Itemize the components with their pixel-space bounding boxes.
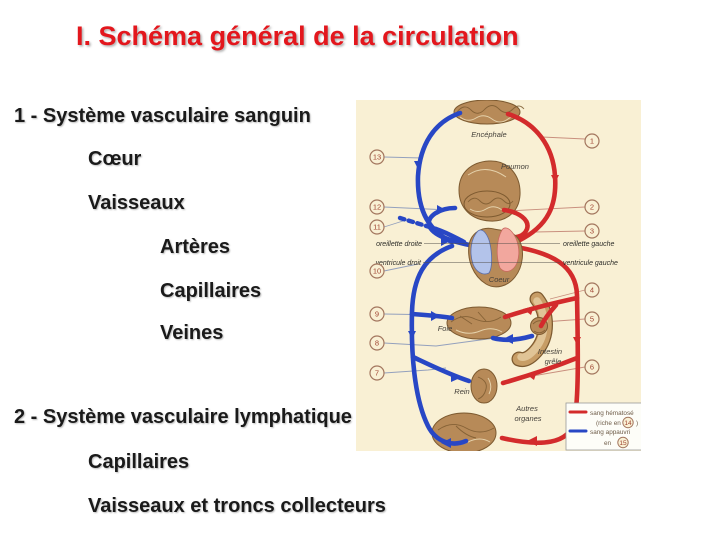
marker-1: 1 (584, 133, 600, 149)
svg-text:8: 8 (375, 339, 379, 348)
outline-item: Veines (160, 322, 224, 344)
marker-2: 2 (584, 199, 600, 215)
outline-item: Vaisseaux et troncs collecteurs (88, 495, 386, 517)
legend: sang hématosé (riche en 14 ) sang appauv… (565, 402, 641, 451)
right-heart-chamber (470, 229, 493, 275)
aorta (499, 244, 581, 445)
legend-vein-line1: sang appauvri (590, 429, 630, 436)
marker-12: 12 (369, 199, 385, 215)
right-ventricle-label: ventricule droit (375, 260, 422, 267)
svg-text:14: 14 (624, 420, 632, 427)
marker-13: 13 (369, 149, 385, 165)
legend-artery-line2-post: ) (636, 420, 638, 427)
organ-labels: Encéphale Poumon Coeur Foie Intestin grê… (438, 130, 562, 423)
kidney-organ (470, 368, 498, 404)
marker-11: 11 (369, 219, 385, 235)
kidney-label: Rein (454, 387, 469, 396)
svg-text:9: 9 (375, 310, 379, 319)
heart-label: Coeur (489, 275, 510, 284)
left-atrium-label: oreillette gauche (563, 241, 614, 248)
marker-5: 5 (584, 311, 600, 327)
marker-3: 3 (584, 223, 600, 239)
svg-text:1: 1 (590, 137, 594, 146)
lung-organ (458, 160, 521, 222)
flow-arrows (408, 161, 581, 448)
page-title: I. Schéma général de la circulation (76, 21, 519, 51)
svg-text:13: 13 (373, 153, 381, 162)
right-atrium-label: oreillette droite (376, 241, 422, 248)
intestine-label-2: grêle (545, 357, 562, 366)
brain-label: Encéphale (471, 130, 506, 139)
left-heart-chamber (496, 227, 520, 272)
marker-9: 9 (369, 306, 385, 322)
svg-text:11: 11 (373, 223, 381, 232)
svg-text:3: 3 (590, 227, 594, 236)
marker-6: 6 (584, 359, 600, 375)
renal-artery (500, 355, 580, 386)
liver-organ (446, 306, 512, 340)
lung-label: Poumon (501, 162, 529, 171)
outline-item: 2 - Système vasculaire lymphatique (14, 406, 352, 428)
outline-item: Artères (160, 236, 231, 258)
artery-vessels (499, 111, 581, 445)
other-organs-label-2: organes (514, 414, 541, 423)
marker-14: 14 (622, 416, 634, 429)
liver-label: Foie (438, 324, 453, 333)
legend-artery-line1: sang hématosé (590, 410, 634, 417)
heart-chamber-labels: oreillette droite ventricule droit oreil… (375, 241, 618, 267)
other-organs-organ (431, 412, 497, 451)
circulation-diagram: Encéphale Poumon Coeur Foie Intestin grê… (356, 100, 641, 451)
svg-text:7: 7 (375, 369, 379, 378)
svg-text:15: 15 (619, 440, 627, 447)
svg-text:4: 4 (590, 286, 594, 295)
intestine-label-1: Intestin (538, 347, 562, 356)
svg-text:10: 10 (373, 267, 381, 276)
svg-text:12: 12 (373, 203, 381, 212)
legend-artery-line2: (riche en (596, 420, 621, 427)
hepatic-artery (502, 295, 580, 320)
legend-vein-line2: en (604, 440, 612, 447)
outline-item: Capillaires (160, 280, 262, 302)
svg-text:6: 6 (590, 363, 594, 372)
marker-8: 8 (369, 335, 385, 351)
other-organs-label-1: Autres (515, 404, 538, 413)
marker-10: 10 (369, 263, 385, 279)
svg-text:5: 5 (590, 315, 594, 324)
svg-text:2: 2 (590, 203, 594, 212)
heart-organ (468, 227, 523, 288)
marker-7: 7 (369, 365, 385, 381)
outline-item: 1 - Système vasculaire sanguin (14, 105, 311, 127)
renal-vein (410, 354, 472, 384)
inferior-vena-cava (409, 243, 469, 446)
left-ventricle-label: ventricule gauche (563, 260, 618, 267)
outline-item: Capillaires (88, 451, 190, 473)
brain-organ (453, 100, 525, 125)
marker-15: 15 (617, 436, 629, 449)
heart-label-lines (423, 243, 560, 263)
marker-4: 4 (584, 282, 600, 298)
intestinal-artery (538, 302, 559, 329)
outline-item: Vaisseaux (88, 192, 185, 214)
outline-item: Cœur (88, 148, 142, 170)
vena-cava-dashed (397, 215, 439, 232)
